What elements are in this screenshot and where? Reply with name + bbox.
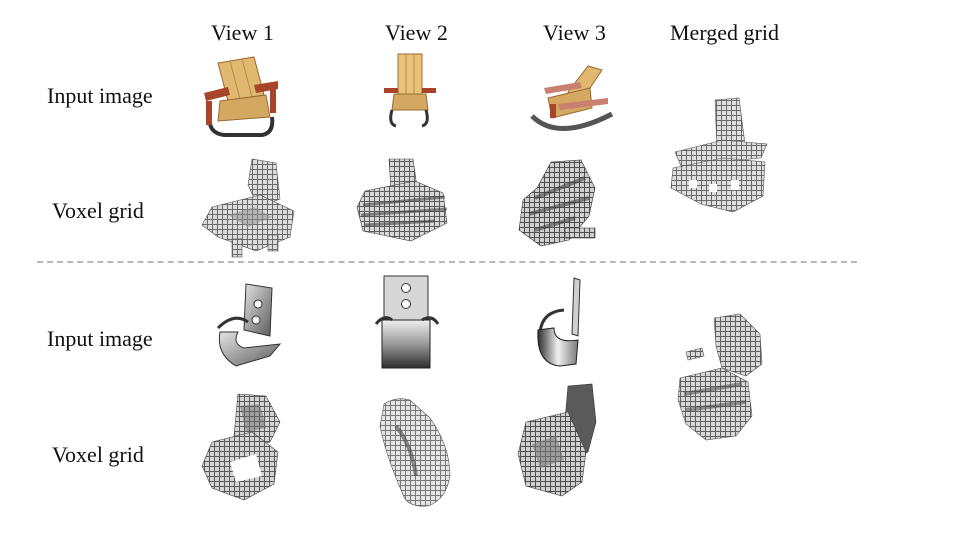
- header-view-2: View 2: [385, 20, 448, 45]
- bottom-view2-voxel-grid: [376, 396, 460, 510]
- row2-voxel-label: Voxel grid: [52, 442, 144, 467]
- row2-input-label: Input image: [47, 326, 153, 351]
- top-view1-voxel-grid: [198, 155, 300, 259]
- top-merged-voxel-grid: [667, 96, 773, 216]
- row1-input-label: Input image: [47, 83, 153, 108]
- top-view2-voxel-grid: [355, 157, 451, 245]
- header-merged-grid: Merged grid: [670, 20, 779, 45]
- bottom-view2-input-image: [372, 274, 442, 370]
- bottom-view3-voxel-grid: [516, 382, 606, 498]
- header-view-1: View 1: [211, 20, 274, 45]
- bottom-merged-voxel-grid: [676, 312, 770, 444]
- row1-voxel-label: Voxel grid: [52, 198, 144, 223]
- top-view2-input-image: [382, 50, 436, 128]
- bottom-view3-input-image: [530, 276, 586, 370]
- header-view-3: View 3: [543, 20, 606, 45]
- top-view1-input-image: [200, 55, 280, 137]
- top-view3-voxel-grid: [515, 158, 605, 248]
- bottom-view1-input-image: [214, 282, 284, 370]
- top-view3-input-image: [528, 58, 614, 138]
- section-divider: [37, 261, 857, 263]
- bottom-view1-voxel-grid: [200, 392, 292, 504]
